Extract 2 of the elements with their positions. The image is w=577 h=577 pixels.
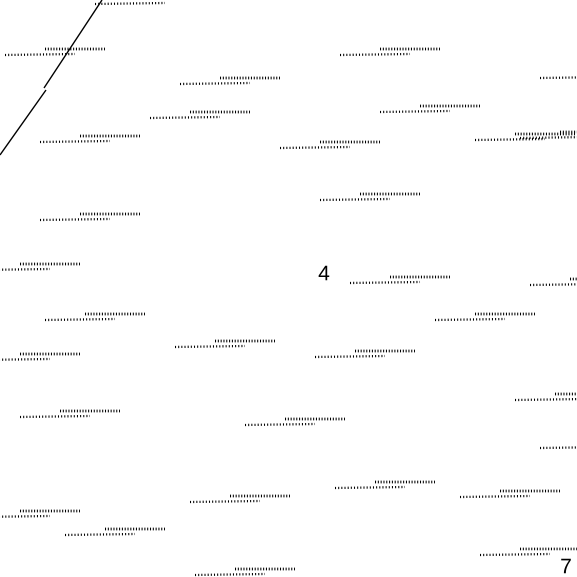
map-number: 7 bbox=[561, 558, 571, 574]
map-number: 4 bbox=[318, 266, 330, 280]
